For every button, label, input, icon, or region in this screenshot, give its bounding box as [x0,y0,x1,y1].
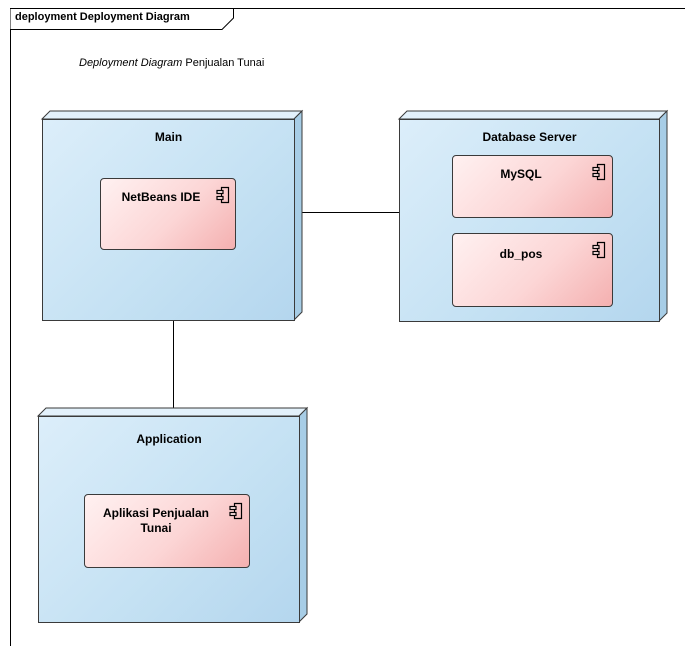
caption-plain: Penjualan Tunai [185,57,265,69]
component-icon [229,502,243,520]
component-aplikasi-penjualan-tunai[interactable]: Aplikasi Penjualan Tunai [84,494,250,568]
component-db-pos[interactable]: db_pos [452,233,613,307]
caption-italic: Deployment Diagram [79,57,183,69]
node-main-label: Main [154,130,183,144]
component-netbeans-ide-label: NetBeans IDE [121,190,201,204]
node-database-server-label: Database Server [482,130,577,144]
node-database-server-extrusion [397,109,669,323]
component-mysql[interactable]: MySQL [452,155,613,218]
node-main-extrusion [40,109,304,322]
component-mysql-label: MySQL [500,167,542,181]
component-icon [216,186,230,204]
component-db-pos-label: db_pos [499,247,543,261]
component-icon [592,241,606,259]
frame-title: deployment Deployment Diagram [15,11,190,23]
component-netbeans-ide[interactable]: NetBeans IDE [100,178,236,250]
node-application-extrusion [36,406,309,624]
component-icon [592,163,606,181]
component-aplikasi-label: Aplikasi Penjualan Tunai [102,506,210,535]
diagram-caption: Deployment Diagram Penjualan Tunai [79,57,264,69]
node-application-label: Application [136,432,202,446]
frame-title-tab [10,8,234,30]
